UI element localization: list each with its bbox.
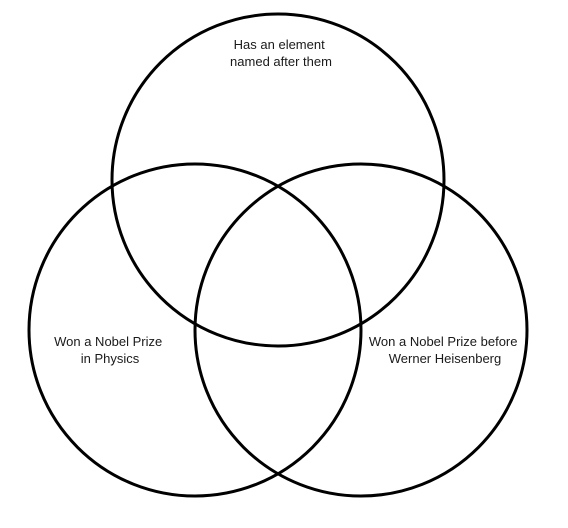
circle-nobel-physics xyxy=(27,162,363,498)
circle-nobel-before-heisenberg xyxy=(193,162,529,498)
label-nobel-physics-line-1: Won a Nobel Prize xyxy=(54,334,162,349)
label-element-named-line-2: named after them xyxy=(230,54,332,69)
label-nobel-before-heisenberg: Won a Nobel Prize before Werner Heisenbe… xyxy=(369,334,521,366)
label-nobel-before-heisenberg-line-1: Won a Nobel Prize before xyxy=(369,334,518,349)
label-element-named-line-1: Has an element xyxy=(234,37,325,52)
label-element-named: Has an element named after them xyxy=(230,37,332,69)
label-nobel-before-heisenberg-line-2: Werner Heisenberg xyxy=(389,351,501,366)
label-nobel-physics-line-2: in Physics xyxy=(81,351,140,366)
circle-element-named xyxy=(110,12,446,348)
label-nobel-physics: Won a Nobel Prize in Physics xyxy=(54,334,166,366)
